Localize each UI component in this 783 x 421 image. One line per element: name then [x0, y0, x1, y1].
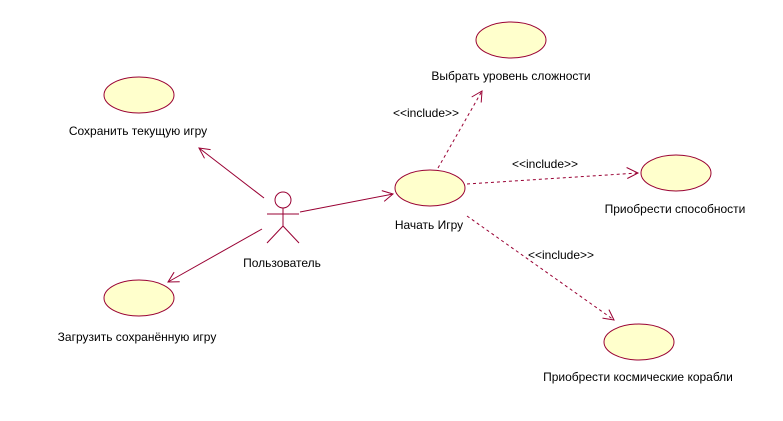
use-case-choose-difficulty: [475, 21, 547, 59]
use-case-buy-ships-label: Приобрести космические корабли: [543, 370, 733, 384]
use-case-choose-difficulty-label: Выбрать уровень сложности: [431, 69, 590, 83]
include-label-ships: <<include>>: [528, 248, 594, 262]
actor-right-leg: [282, 225, 300, 244]
association-save: [198, 147, 265, 199]
use-case-start-game: [394, 169, 466, 207]
actor-left-leg: [266, 225, 284, 244]
include-label-difficulty: <<include>>: [393, 106, 459, 120]
actor-head: [274, 191, 292, 209]
use-case-save-game: [103, 76, 175, 114]
use-case-load-game-label: Загрузить сохранённую игру: [58, 330, 217, 344]
include-label-abilities: <<include>>: [512, 157, 578, 171]
use-case-buy-ships: [603, 323, 675, 361]
use-case-load-game: [103, 279, 175, 317]
use-case-buy-abilities-label: Приобрести способности: [605, 202, 746, 216]
include-difficulty: [437, 90, 483, 169]
actor-label: Пользователь: [243, 256, 321, 270]
association-load: [167, 228, 263, 283]
use-case-start-game-label: Начать Игру: [395, 218, 463, 232]
actor-user: [266, 191, 300, 244]
use-case-save-game-label: Сохранить текущую игру: [69, 124, 207, 138]
include-ships: [466, 215, 615, 321]
association-start: [299, 190, 395, 213]
use-case-buy-abilities: [640, 154, 712, 192]
include-abilities: [466, 167, 640, 185]
